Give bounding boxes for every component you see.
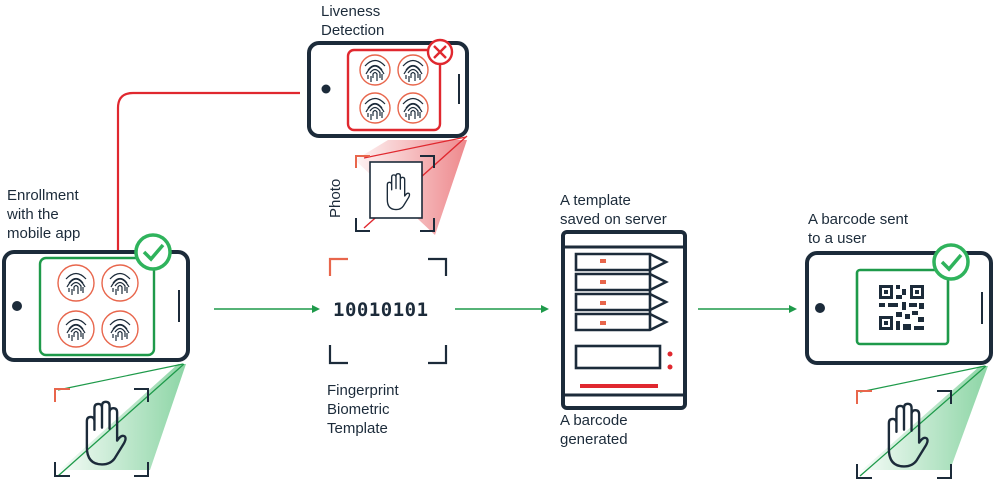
x-circle-icon: [426, 38, 454, 66]
check-circle-icon: [932, 243, 970, 281]
template-frame: [328, 257, 448, 365]
binary-template-value: 10010101: [333, 299, 429, 321]
barcode-sent-label: A barcode sent to a user: [808, 211, 909, 247]
liveness-connector-line: [116, 91, 300, 250]
hand-scan-frame-right: [856, 390, 952, 479]
enrollment-label: Enrollment with the mobile app: [7, 187, 81, 242]
check-circle-icon: [134, 233, 172, 271]
liveness-detection-label: Liveness Detection: [321, 3, 385, 39]
photo-frame: [355, 155, 435, 232]
scan-beam-green-left: [60, 364, 186, 470]
arrow-3: [698, 305, 797, 313]
template-saved-label: A template saved on server: [560, 192, 667, 228]
enrollment-phone: [2, 250, 190, 362]
hand-scan-frame-left: [54, 388, 149, 477]
photo-label: Photo: [327, 178, 344, 218]
liveness-phone: [307, 41, 469, 138]
arrow-2: [455, 305, 549, 313]
qr-code-icon: [879, 285, 924, 330]
barcode-generated-label: A barcode generated: [560, 412, 628, 448]
server-icon: [561, 230, 687, 410]
arrow-1: [214, 305, 320, 313]
fingerprint-template-label: Fingerprint Biometric Template: [327, 382, 399, 437]
